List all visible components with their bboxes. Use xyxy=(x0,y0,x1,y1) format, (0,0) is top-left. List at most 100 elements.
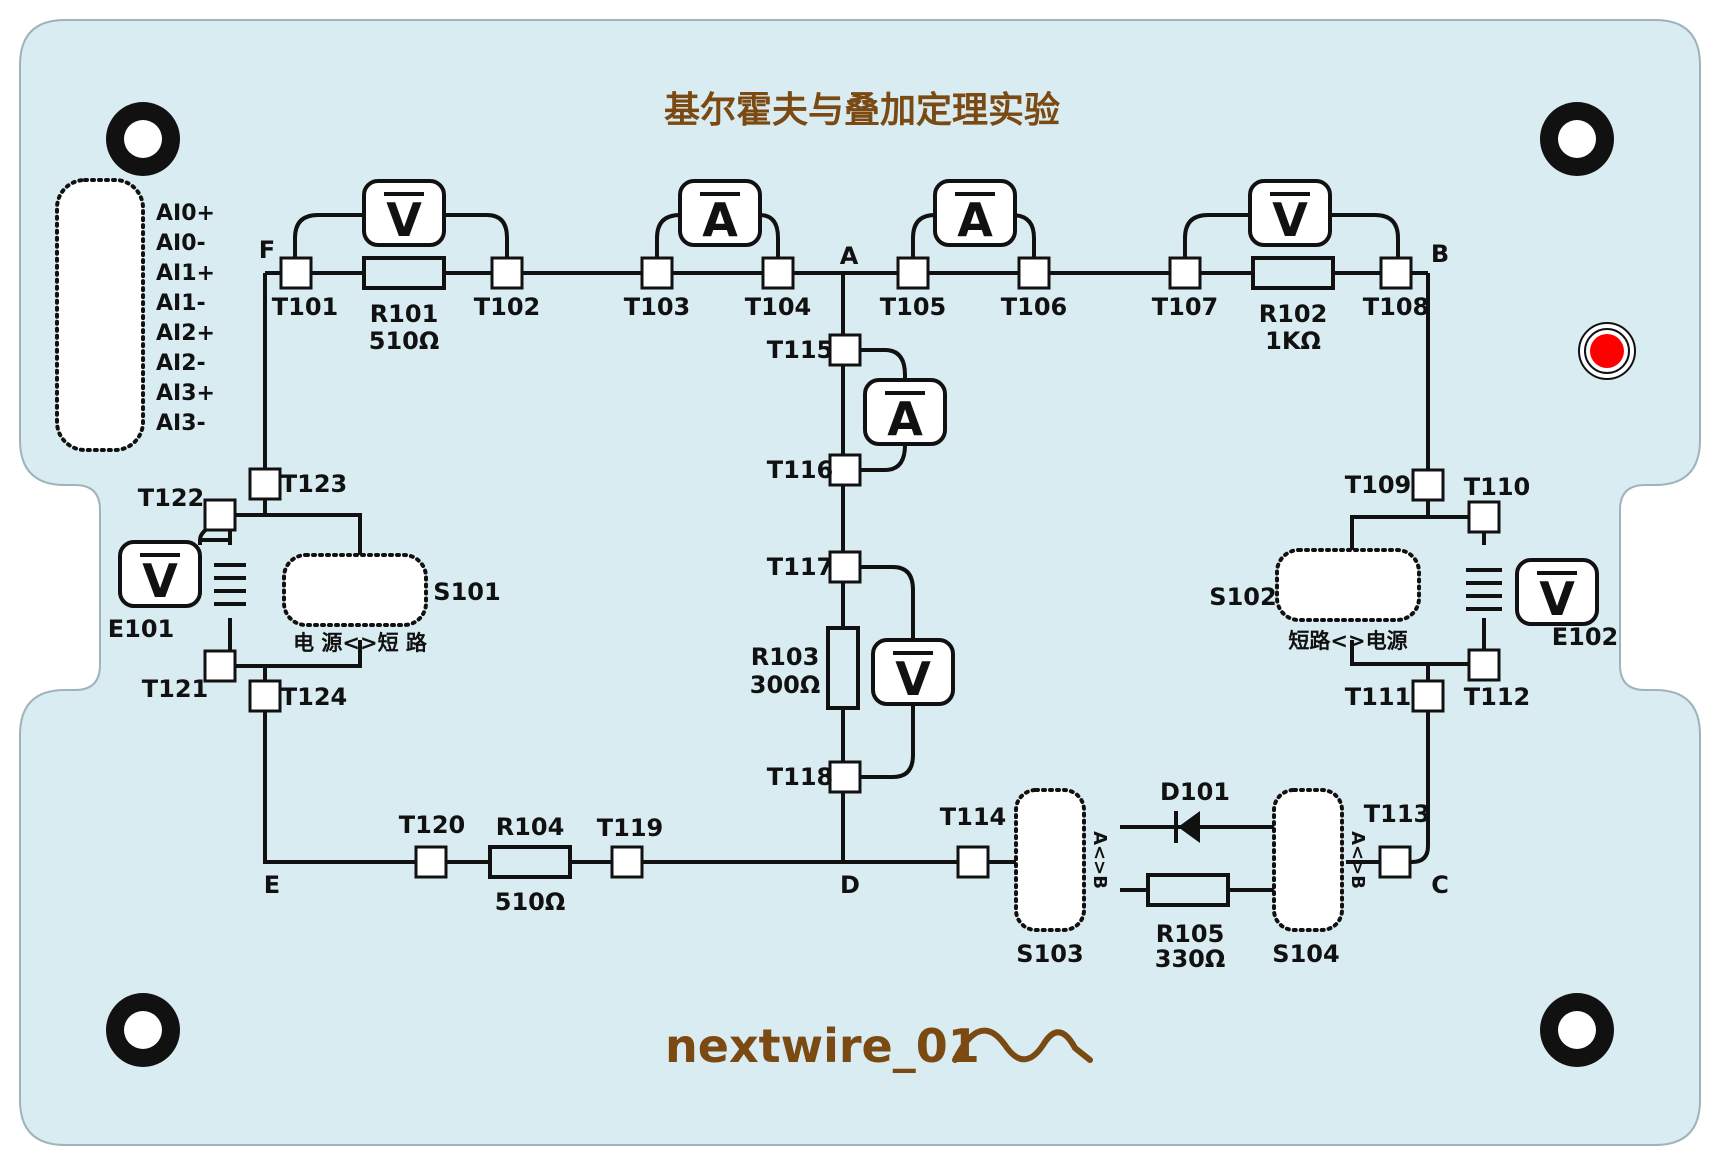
pin-label: AI0+ xyxy=(156,201,215,226)
label-t109: T109 xyxy=(1345,471,1411,499)
terminal-t114[interactable] xyxy=(956,845,990,879)
analog-pin-labels: AI0+ AI0- AI1+ AI1- AI2+ AI2- AI3+ AI3- xyxy=(156,201,215,436)
svg-text:V: V xyxy=(1272,193,1308,247)
node-b: B xyxy=(1431,240,1449,268)
label-t106: T106 xyxy=(1001,293,1067,321)
terminal-labels: T101 T102 T103 T104 T105 T106 T107 T108 … xyxy=(138,293,1530,842)
resistor-r102 xyxy=(1251,256,1335,290)
switch-s102[interactable] xyxy=(1275,548,1421,622)
label-r102-value: 1KΩ xyxy=(1265,327,1321,355)
terminal-t115[interactable] xyxy=(828,333,862,367)
label-t119: T119 xyxy=(597,814,663,842)
label-r101: R101 xyxy=(370,300,439,328)
label-t113: T113 xyxy=(1364,800,1430,828)
terminal-t110[interactable] xyxy=(1467,500,1501,534)
caption-s102: 短路<>电源 xyxy=(1288,629,1407,653)
voltmeter-r102[interactable]: V xyxy=(1248,179,1332,247)
pin-label: AI3- xyxy=(156,411,206,436)
pin-label: AI1- xyxy=(156,291,206,316)
svg-text:A: A xyxy=(702,193,738,247)
label-r104: R104 xyxy=(496,813,565,841)
label-d101: D101 xyxy=(1160,778,1230,806)
switch-s101[interactable] xyxy=(282,553,428,627)
label-t101: T101 xyxy=(272,293,338,321)
voltmeter-r103[interactable]: V xyxy=(871,638,955,706)
terminal-t116[interactable] xyxy=(828,453,862,487)
svg-text:V: V xyxy=(386,193,422,247)
label-r105: R105 xyxy=(1156,920,1225,948)
led-indicator xyxy=(1578,322,1636,380)
label-r105-value: 330Ω xyxy=(1155,945,1226,973)
terminal-t117[interactable] xyxy=(828,550,862,584)
label-e102: E102 xyxy=(1552,623,1619,651)
terminal-t108[interactable] xyxy=(1379,256,1413,290)
ammeter-t115-t116[interactable]: A xyxy=(863,378,947,446)
pin-label: AI2+ xyxy=(156,321,215,346)
label-t116: T116 xyxy=(767,456,833,484)
label-t115: T115 xyxy=(767,336,833,364)
terminal-t123[interactable] xyxy=(248,467,282,501)
board-title: 基尔霍夫与叠加定理实验 xyxy=(664,90,1060,131)
node-f: F xyxy=(259,236,275,264)
brand-logo: nextwire_01 xyxy=(665,1019,980,1073)
terminal-t106[interactable] xyxy=(1017,256,1051,290)
terminal-t118[interactable] xyxy=(828,760,862,794)
mounting-hole-top-left xyxy=(106,102,180,176)
resistor-r105 xyxy=(1146,873,1230,907)
terminals xyxy=(203,256,1501,879)
mounting-hole-bottom-right xyxy=(1540,993,1614,1067)
terminal-t104[interactable] xyxy=(761,256,795,290)
voltmeter-e101[interactable]: V xyxy=(118,540,202,608)
terminal-t121[interactable] xyxy=(203,649,237,683)
terminal-t103[interactable] xyxy=(640,256,674,290)
node-e: E xyxy=(264,871,280,899)
label-t111: T111 xyxy=(1345,683,1411,711)
label-s103: S103 xyxy=(1016,940,1083,968)
node-labels: A B C D E F xyxy=(259,236,1449,899)
label-t112: T112 xyxy=(1464,683,1530,711)
svg-text:V: V xyxy=(142,554,178,608)
switch-s104[interactable] xyxy=(1272,788,1344,932)
resistor-r103 xyxy=(826,626,860,710)
resistor-r101 xyxy=(362,256,446,290)
terminal-t120[interactable] xyxy=(414,845,448,879)
label-t104: T104 xyxy=(745,293,811,321)
label-t107: T107 xyxy=(1152,293,1218,321)
analog-input-connector[interactable] xyxy=(55,178,145,452)
label-t117: T117 xyxy=(767,553,833,581)
voltmeter-e102[interactable]: V xyxy=(1515,558,1599,626)
voltmeter-r101[interactable]: V xyxy=(362,179,446,247)
terminal-t124[interactable] xyxy=(248,679,282,713)
label-t114: T114 xyxy=(940,803,1006,831)
label-t122: T122 xyxy=(138,484,204,512)
terminal-t109[interactable] xyxy=(1411,468,1445,502)
node-d: D xyxy=(840,871,860,899)
switch-labels: S101 电 源<>短 路 S102 短路<>电源 S103 S104 A<>B… xyxy=(293,578,1408,968)
terminal-t122[interactable] xyxy=(203,498,237,532)
mounting-hole-bottom-left xyxy=(106,993,180,1067)
ammeter-t103-t104[interactable]: A xyxy=(678,179,762,247)
svg-text:A: A xyxy=(957,193,993,247)
label-t103: T103 xyxy=(624,293,690,321)
terminal-t113[interactable] xyxy=(1378,845,1412,879)
label-r103: R103 xyxy=(751,643,820,671)
node-a: A xyxy=(840,242,859,270)
label-t120: T120 xyxy=(399,811,465,839)
terminal-t112[interactable] xyxy=(1467,648,1501,682)
ammeter-t105-t106[interactable]: A xyxy=(933,179,1017,247)
terminal-t102[interactable] xyxy=(490,256,524,290)
switch-s103[interactable] xyxy=(1014,788,1086,932)
label-t124: T124 xyxy=(281,683,347,711)
label-e101: E101 xyxy=(108,615,175,643)
label-t123: T123 xyxy=(281,470,347,498)
terminal-t107[interactable] xyxy=(1168,256,1202,290)
terminal-t101[interactable] xyxy=(279,256,313,290)
terminal-t119[interactable] xyxy=(610,845,644,879)
label-s102: S102 xyxy=(1209,583,1276,611)
terminal-t105[interactable] xyxy=(896,256,930,290)
label-t121: T121 xyxy=(142,675,208,703)
terminal-t111[interactable] xyxy=(1411,679,1445,713)
label-r103-value: 300Ω xyxy=(750,671,821,699)
svg-text:A: A xyxy=(887,392,923,446)
